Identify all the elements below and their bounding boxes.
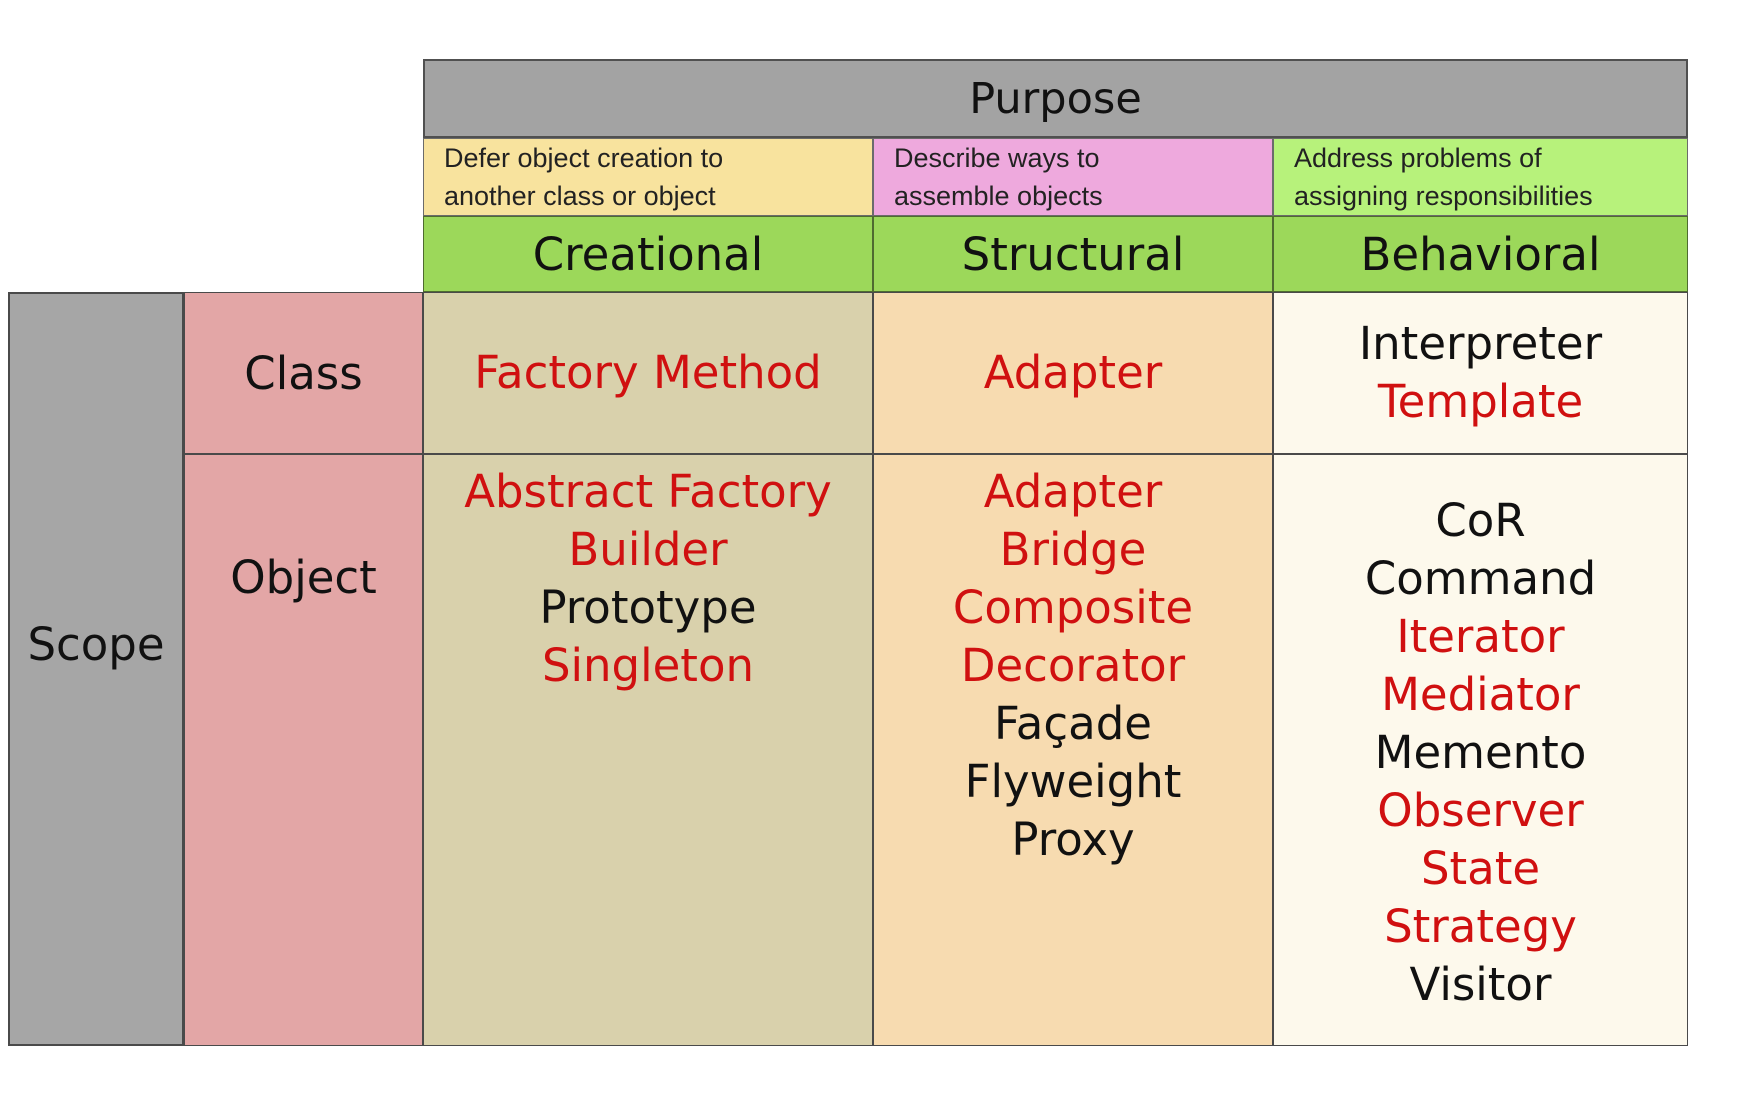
structural-description: Describe ways to assemble objects — [873, 138, 1273, 216]
creational-description-line: Defer object creation to — [444, 143, 724, 173]
pattern-item: Builder — [568, 523, 728, 576]
creational-description: Defer object creation to another class o… — [423, 138, 873, 216]
class-creational-cell: Factory Method — [423, 292, 873, 454]
pattern-item: Proxy — [1011, 813, 1135, 866]
pattern-item: Strategy — [1384, 900, 1577, 953]
pattern-item: Observer — [1377, 784, 1584, 837]
structural-description-line: Describe ways to — [894, 143, 1100, 173]
behavioral-header: Behavioral — [1273, 216, 1688, 292]
pattern-item: Façade — [994, 697, 1152, 750]
pattern-item: Command — [1364, 552, 1597, 605]
behavioral-description-line: assigning responsibilities — [1294, 181, 1593, 211]
pattern-item: Mediator — [1381, 668, 1580, 721]
pattern-item: Memento — [1374, 726, 1587, 779]
pattern-item: Singleton — [541, 639, 755, 692]
structural-description-line: assemble objects — [894, 181, 1103, 211]
class-structural-cell: Adapter — [873, 292, 1273, 454]
pattern-item: Composite — [952, 581, 1194, 634]
behavioral-description-line: Address problems of — [1294, 143, 1542, 173]
creational-header: Creational — [423, 216, 873, 292]
class-row-label: Class — [184, 292, 423, 454]
pattern-item: Iterator — [1396, 610, 1565, 663]
scope-label: Scope — [8, 292, 184, 1046]
purpose-header: Purpose — [423, 59, 1688, 138]
pattern-item: Bridge — [999, 523, 1147, 576]
object-row-label: Object — [184, 454, 423, 1046]
pattern-item: State — [1420, 842, 1541, 895]
pattern-item: Decorator — [960, 639, 1186, 692]
pattern-item: Abstract Factory — [464, 465, 832, 518]
pattern-item: CoR — [1435, 494, 1526, 547]
behavioral-description: Address problems of assigning responsibi… — [1273, 138, 1688, 216]
pattern-item: Adapter — [983, 346, 1163, 399]
pattern-item: Flyweight — [964, 755, 1182, 808]
pattern-item: Prototype — [539, 581, 757, 634]
creational-description-line: another class or object — [444, 181, 716, 211]
pattern-item: Interpreter — [1358, 317, 1603, 370]
structural-header: Structural — [873, 216, 1273, 292]
pattern-item: Factory Method — [474, 346, 822, 399]
pattern-item: Adapter — [983, 465, 1163, 518]
pattern-item: Template — [1377, 375, 1584, 428]
pattern-item: Visitor — [1409, 958, 1552, 1011]
